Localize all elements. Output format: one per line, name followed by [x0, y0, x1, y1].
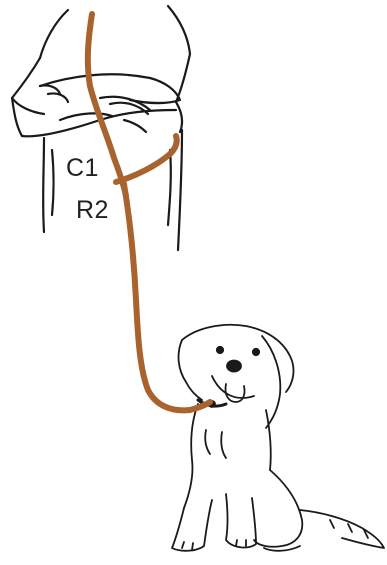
- person-shirt-fold-2: [168, 150, 171, 225]
- dog-paw-left: [182, 542, 193, 550]
- dog-chest-fur: [205, 430, 226, 458]
- dog-tail: [300, 510, 384, 548]
- dog-muzzle: [212, 376, 254, 398]
- dog-figure: [172, 325, 384, 551]
- dog-chest-left: [184, 404, 198, 508]
- dog-left-eye: [217, 347, 223, 353]
- dog-right-ear: [262, 336, 280, 428]
- person-top-forearm: [40, 74, 180, 103]
- dog-right-eye: [253, 349, 259, 355]
- leash-waist-loop: [116, 136, 177, 182]
- dog-haunch: [254, 470, 302, 547]
- dog-paw-right: [236, 540, 246, 546]
- person-torso-left: [43, 138, 44, 232]
- dog-front-leg-left: [172, 500, 212, 551]
- dog-front-leg-right: [226, 494, 256, 547]
- leash-lead: [124, 184, 210, 410]
- person-hand-top: [40, 85, 68, 102]
- person-torso-right: [178, 130, 182, 250]
- dog-left-ear: [179, 340, 202, 400]
- person-left-shoulder: [40, 10, 68, 58]
- dog-chest-right: [266, 410, 271, 470]
- person-shirt-fold-1: [52, 150, 54, 215]
- person-elbow: [176, 102, 182, 132]
- person-right-shoulder: [168, 6, 190, 54]
- dog-tongue: [225, 384, 244, 402]
- person-shirt-fold-3: [124, 120, 146, 132]
- ring-point-label: R2: [76, 198, 109, 223]
- dog-nose: [227, 361, 241, 372]
- clip-point-label: C1: [66, 156, 99, 181]
- dog-head: [182, 325, 293, 392]
